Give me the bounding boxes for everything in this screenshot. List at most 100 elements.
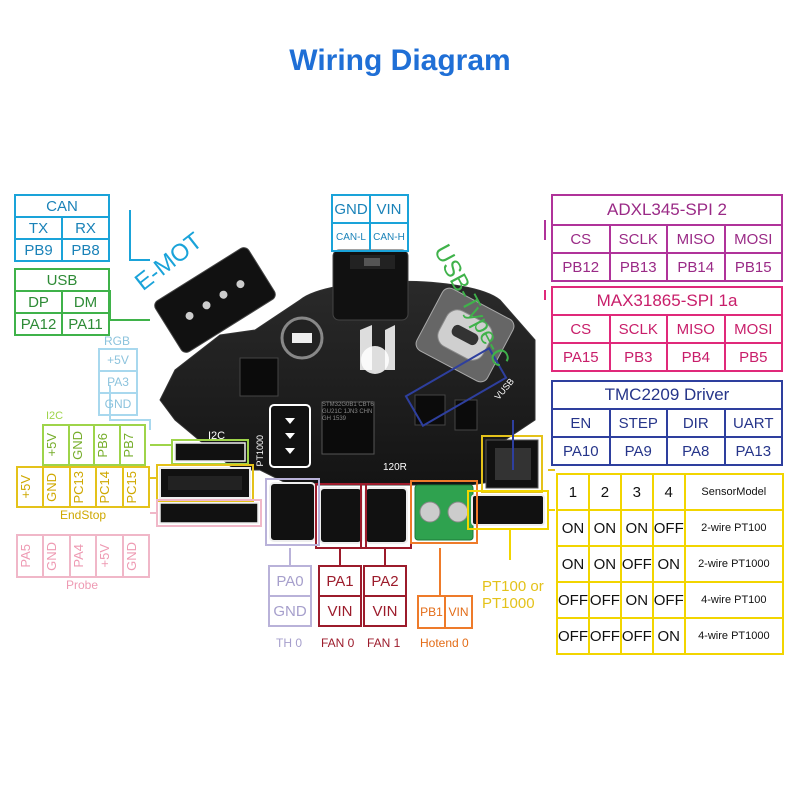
fan1-connector: [364, 487, 408, 544]
driver-chip: [239, 357, 279, 397]
adxl-pin: PB13: [608, 252, 668, 282]
th0-connector: [269, 482, 316, 542]
rgb-pin: GND: [98, 392, 138, 416]
endstop-pin: PC13: [68, 466, 98, 508]
tmc-col: EN: [551, 408, 611, 438]
usb-col: DP: [14, 290, 63, 314]
canh-col: GND: [331, 194, 371, 224]
can-col: TX: [14, 216, 63, 240]
max-header: MAX31865-SPI 1a: [551, 286, 783, 316]
probe-pin: PA5: [15, 534, 45, 578]
rgb-label: RGB: [104, 334, 131, 348]
usb-pin: PA11: [61, 312, 110, 336]
max-col: MISO: [666, 314, 726, 344]
tmc-pin: PA13: [723, 436, 783, 466]
sens-cell: ON: [651, 545, 686, 583]
fan1-pin: PA2: [363, 565, 407, 597]
i2c-pin-table: +5V GND PB6 PB7: [42, 424, 146, 466]
tmc-col: UART: [723, 408, 783, 438]
mcu-chip: [321, 401, 375, 455]
rgb-pin: PA3: [98, 370, 138, 394]
adxl-col: SCLK: [608, 224, 668, 254]
sens-cell: ON: [651, 617, 686, 655]
page-title: Wiring Diagram: [289, 44, 511, 77]
sens-cell: OFF: [556, 581, 590, 619]
max-pin: PB3: [608, 342, 668, 372]
i2c-header: [174, 442, 246, 462]
max-pin: PA15: [551, 342, 611, 372]
i2c-pin: GND: [67, 424, 95, 466]
probe-label: Probe: [66, 578, 99, 592]
endstop-label: EndStop: [60, 508, 107, 522]
canh-pin: CAN-H: [369, 222, 409, 252]
adxl-pin: PB14: [666, 252, 726, 282]
adxl-col: CS: [551, 224, 611, 254]
sens-cell: OFF: [651, 509, 686, 547]
sens-cell: ON: [619, 581, 654, 619]
probe-pin: PA4: [68, 534, 98, 578]
endstop-pin: PC14: [95, 466, 124, 508]
fan0-label: FAN 0: [321, 636, 355, 650]
adxl-header: ADXL345-SPI 2: [551, 194, 783, 226]
sens-header: 3: [619, 473, 654, 511]
mcu-marking: STM32G0B1 CBT6 GU21C 1JN3 CHN GH 1539: [322, 402, 374, 422]
pt100-label: PT100 or PT1000: [482, 578, 544, 612]
adxl-pin: PB12: [551, 252, 611, 282]
max-pin: PB4: [666, 342, 726, 372]
th0-pin: PA0: [268, 565, 312, 597]
fan1-pin: VIN: [363, 595, 407, 627]
sens-header: 4: [651, 473, 686, 511]
sens-cell: 2-wire PT1000: [683, 545, 785, 583]
i2c-label: I2C: [46, 410, 64, 422]
i2c-pin: +5V: [42, 424, 70, 466]
tmc-pin: PA9: [608, 436, 668, 466]
hotend-label: Hotend 0: [420, 636, 469, 650]
hotend-pin: PB1: [417, 595, 446, 629]
sens-cell: 4-wire PT100: [683, 581, 785, 619]
tmc-header: TMC2209 Driver: [551, 380, 783, 410]
max-col: CS: [551, 314, 611, 344]
sens-cell: 2-wire PT100: [683, 509, 785, 547]
usb-pin: PA12: [14, 312, 63, 336]
sens-cell: OFF: [619, 617, 654, 655]
fan0-pin: VIN: [318, 595, 362, 627]
sens-cell: OFF: [619, 545, 654, 583]
pt100-connector: [471, 494, 545, 526]
sens-cell: ON: [556, 509, 590, 547]
fan0-connector: [319, 487, 363, 544]
max-col: MOSI: [723, 314, 783, 344]
emot-connector: [154, 247, 276, 353]
fan0-pin-table: PA1 VIN: [318, 565, 362, 627]
probe-pin: +5V: [95, 534, 124, 578]
fan0-pin: PA1: [318, 565, 362, 597]
sens-cell: OFF: [587, 617, 622, 655]
endstop-pin: PC15: [121, 466, 151, 508]
sens-cell: ON: [587, 545, 622, 583]
endstop-pin: +5V: [15, 466, 45, 508]
tmc-pin: PA10: [551, 436, 611, 466]
tmc-pin: PA8: [666, 436, 726, 466]
silk-pt1000-label: PT1000: [255, 435, 265, 467]
can-header: CAN: [14, 194, 110, 218]
max-col: SCLK: [608, 314, 668, 344]
rgb-pin-table: +5V PA3 GND: [98, 348, 138, 416]
can-pin: PB9: [14, 238, 63, 262]
sens-cell: ON: [587, 509, 622, 547]
usb-col: DM: [61, 290, 110, 314]
i2c-pin: PB7: [118, 424, 146, 466]
usb-c-connector: [415, 287, 515, 383]
max-pin: PB5: [723, 342, 783, 372]
sens-cell: 4-wire PT1000: [683, 617, 785, 655]
probe-pin: GND: [42, 534, 71, 578]
adxl-col: MOSI: [723, 224, 783, 254]
i2c-pin: PB6: [93, 424, 121, 466]
sens-header: SensorModel: [683, 473, 785, 511]
tmc-col: STEP: [608, 408, 668, 438]
sens-header: 2: [587, 473, 622, 511]
